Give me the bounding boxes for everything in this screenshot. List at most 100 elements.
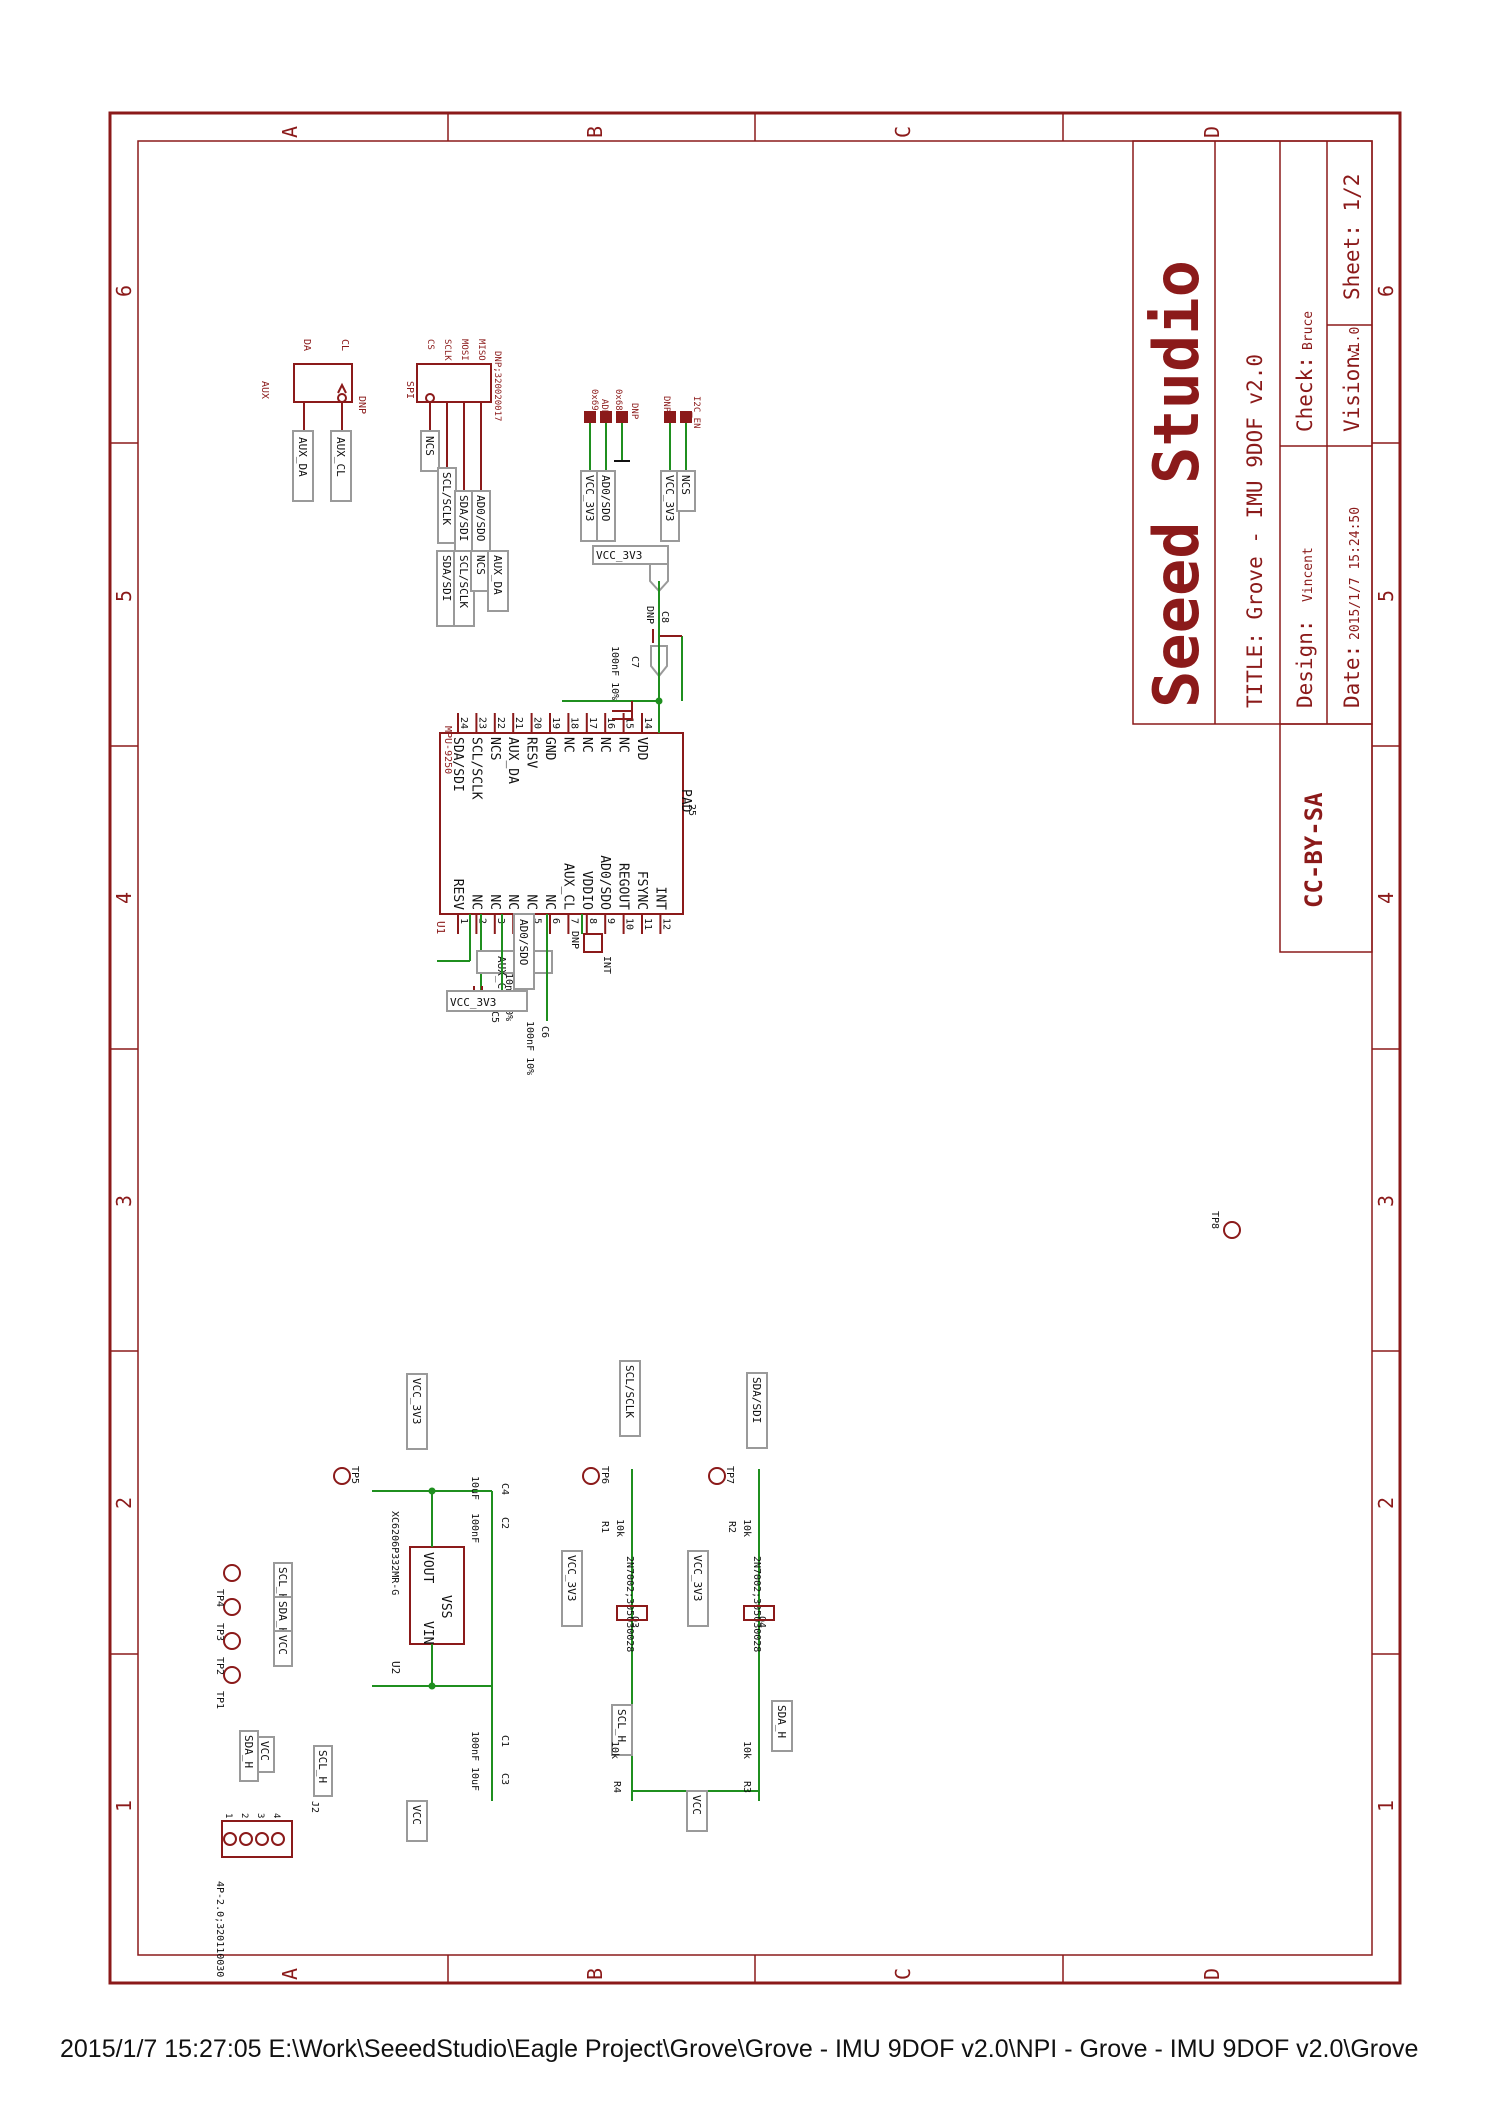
c7-ref: C7 — [629, 656, 640, 668]
frame-row-5-left: 5 — [112, 590, 136, 602]
i2c-dnp-label: DNP — [661, 396, 671, 413]
mpu-left-pin-number: 3 — [495, 918, 506, 924]
j2-sdah-net-flag: SDA_H — [242, 1735, 255, 1768]
u2-pin-vout: VOUT — [420, 1552, 435, 1583]
frame-row-labels: 6 5 4 3 2 1 6 5 4 3 2 1 — [112, 285, 1398, 1812]
mpu-left-pin-number: 5 — [532, 918, 543, 924]
r2-ref: R2 — [726, 1521, 737, 1533]
frame-row-2-right: 2 — [1374, 1497, 1398, 1509]
mpu-right-pin-name: SCL/SCLK — [468, 737, 483, 800]
addr-dnp-label: DNP — [629, 403, 639, 420]
q3-vcc-net-flag: VCC_3V3 — [565, 1555, 578, 1601]
tp5-label: TP5 — [349, 1466, 360, 1484]
tp7-label: TP7 — [724, 1466, 735, 1484]
c8-value: DNP — [644, 606, 655, 624]
version-label: Vision: — [1340, 343, 1364, 432]
spi-sda-net-flag: SDA/SDI — [457, 495, 470, 541]
tp3-label: TP3 — [214, 1623, 225, 1641]
mpu-right-pin-number: 23 — [476, 717, 487, 729]
c1-ref: C1 — [499, 1735, 510, 1747]
mpu-right-pin-name: NC — [597, 737, 612, 753]
mpu-right-pin-number: 19 — [550, 717, 561, 729]
i2c-vcc-net-flag: VCC_3V3 — [663, 475, 676, 521]
schematic-content: AUX CL DA DNP AUX_CL AUX_DA SPI DNP;3200… — [214, 339, 1241, 1977]
version-value: v1.0 — [1348, 327, 1363, 358]
mpu-auxda-net-flag: AUX_DA — [491, 555, 504, 595]
c2-ref: C2 — [499, 1517, 510, 1529]
frame-col-d-top: D — [1200, 126, 1224, 138]
tp8-label: TP8 — [1209, 1211, 1220, 1229]
tp2-net-flag: VCC — [276, 1635, 289, 1655]
connector-j2: J2 4P-2.0;320110030 4 3 2 1 VCC SDA_H SC… — [214, 1730, 333, 1977]
j2-pin2: 2 — [239, 1813, 249, 1818]
mpu-pad-num: 25 — [686, 804, 697, 816]
mpu-right-pin-name: NC — [560, 737, 575, 753]
q4-vcc-net-flag: VCC_3V3 — [691, 1555, 704, 1601]
frame-row-2-left: 2 — [112, 1497, 136, 1509]
aux-header-pin2: DA — [301, 339, 312, 351]
c6-value: 100nF 10% — [524, 1021, 535, 1075]
i2c-ncs-net-flag: NCS — [679, 475, 692, 495]
address-jumpers: ADDR 0x69 0x68 DNP VCC_3V3 AD0/SDO I2C_E… — [580, 389, 701, 542]
spi-header-part: DNP;320020017 — [492, 351, 502, 421]
c3-value: 10uF — [469, 1767, 480, 1791]
mpu-left-pin-name: REGOUT — [616, 863, 631, 910]
mpu-right-pin-name: NC — [579, 737, 594, 753]
fet-sda-net-flag: SDA/SDI — [750, 1377, 763, 1423]
mpu-right-pin-name: SDA/SDI — [450, 737, 465, 792]
mpu-left-pin-name: INT — [652, 887, 667, 911]
mpu-right-pin-number: 14 — [642, 717, 653, 729]
frame-row-4-left: 4 — [112, 892, 136, 904]
mpu-left-pin-number: 7 — [568, 918, 579, 924]
design-label: Design: — [1293, 619, 1317, 708]
frame-row-3-right: 3 — [1374, 1195, 1398, 1207]
q3-part: 2N7002;305030028 — [624, 1556, 635, 1652]
spi-ad0-net-flag: AD0/SDO — [474, 495, 487, 541]
frame-row-5-right: 5 — [1374, 590, 1398, 602]
mpu-right-pin-number: 24 — [458, 717, 469, 729]
testpoint-group: TP4 TP3 TP2 TP1 SCL_H SDA_H VCC — [214, 1562, 293, 1709]
frame-col-c-top: C — [891, 126, 915, 138]
r4-value: 10k — [609, 1741, 620, 1759]
mpu-right-pin-number: 15 — [624, 717, 635, 729]
date-value: 2015/1/7 15:24:50 — [1348, 507, 1363, 640]
mpu-sda-net-flag: SDA/SDI — [440, 555, 453, 601]
mpu-left-pin-name: AD0/SDO — [597, 855, 612, 910]
c3-ref: C3 — [499, 1773, 510, 1785]
frame-col-a-bottom: A — [278, 1968, 302, 1980]
addr-0x69-label: 0x69 — [589, 389, 599, 411]
mpu-right-pin-name: RESV — [524, 737, 539, 768]
c4-value: 10uF — [469, 1476, 480, 1500]
int-tp-dnp: DNP — [569, 931, 580, 949]
frame-col-a-top: A — [278, 126, 302, 138]
frame-row-6-left: 6 — [112, 285, 136, 297]
level-shifters: SCL/SCLK SDA/SDI SCL_H SDA_H VCC 2N7002;… — [561, 1360, 793, 1832]
r1-ref: R1 — [599, 1521, 610, 1533]
addr-vcc-net-flag: VCC_3V3 — [583, 475, 596, 521]
mpu-ref: U1 — [434, 921, 447, 934]
tp2-label: TP2 — [214, 1657, 225, 1675]
mpu-ncs-net-flag: NCS — [474, 555, 487, 575]
mpu-scl-net-flag: SCL/SCLK — [457, 555, 470, 608]
spi-pin-cs: CS — [425, 339, 435, 350]
mpu-left-pin-number: 10 — [624, 918, 635, 930]
tp3-net-flag: SDA_H — [276, 1601, 289, 1634]
frame-column-labels: A B C D A B C D — [278, 126, 1224, 1980]
mpu-right-pin-number: 16 — [605, 717, 616, 729]
spi-ncs-net-flag: NCS — [423, 436, 436, 456]
mpu9250-ic: U1 MPU-9250 PAD 25 — [434, 726, 697, 934]
mpu-left-pin-name: NC — [468, 894, 483, 910]
aux-header: AUX CL DA DNP AUX_CL AUX_DA — [259, 339, 367, 502]
q3-ref: Q3 — [629, 1616, 640, 1628]
mpu-right-pin-number: 21 — [513, 717, 524, 729]
mpu-right-pin-number: 17 — [587, 717, 598, 729]
title-block-text: Seeed Studio TITLE: Grove - IMU 9DOF v2.… — [1140, 174, 1364, 908]
mpu-left-pin-number: 6 — [550, 918, 561, 924]
mpu-right-pin-name: GND — [542, 737, 557, 761]
u2-vout-net-flag: VCC_3V3 — [410, 1378, 423, 1424]
int-tp-label: INT — [601, 956, 612, 974]
frame-row-1-right: 1 — [1374, 1800, 1398, 1812]
mpu-left-pin-number: 9 — [605, 918, 616, 924]
r3-value: 10k — [741, 1741, 752, 1759]
c4-ref: C4 — [499, 1483, 510, 1495]
